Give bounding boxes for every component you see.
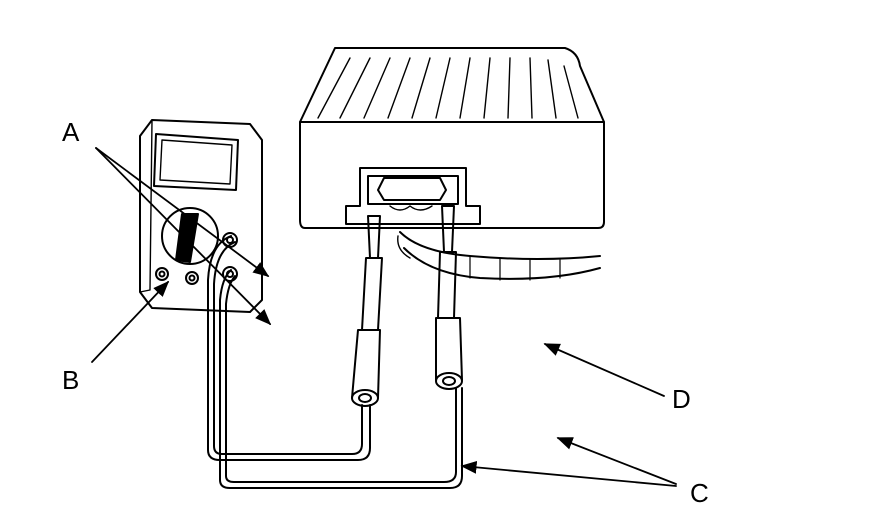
multimeter	[139, 119, 263, 313]
control-unit-fins	[317, 57, 579, 119]
control-unit-connector	[345, 167, 481, 225]
callout-b: B	[62, 365, 80, 395]
wire-harness	[397, 231, 601, 281]
leader-a-upper	[95, 147, 270, 277]
control-unit-body	[299, 47, 605, 229]
left-probe	[351, 215, 383, 407]
leader-b	[91, 280, 170, 363]
control-unit	[299, 47, 605, 281]
multimeter-body	[139, 119, 263, 313]
callout-d: D	[672, 384, 691, 414]
leader-c-lower	[460, 460, 677, 487]
leader-a-lower	[95, 147, 272, 326]
multimeter-jacks	[155, 232, 238, 285]
leader-c-upper	[556, 437, 677, 485]
multimeter-dial	[161, 207, 219, 265]
leader-d	[543, 343, 665, 397]
test-leads	[207, 235, 463, 489]
callout-c: C	[690, 478, 709, 508]
right-probe	[435, 205, 463, 390]
multimeter-display	[153, 133, 239, 191]
callout-a: A	[62, 117, 80, 147]
leader-lines	[91, 147, 677, 487]
